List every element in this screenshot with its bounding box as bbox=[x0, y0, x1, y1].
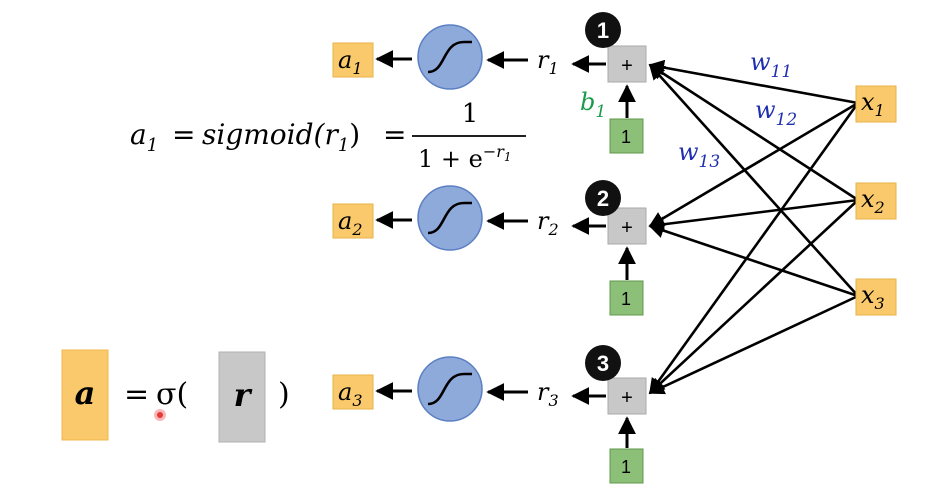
input-label-x1: x1 bbox=[861, 88, 885, 120]
bias-input-value-1: 1 bbox=[621, 127, 631, 147]
vector-r-box bbox=[218, 351, 266, 443]
vector-close-paren: ) bbox=[278, 377, 290, 412]
formula-equals-2: = bbox=[383, 118, 406, 151]
weight-connections bbox=[648, 59, 860, 395]
connection-x2-n3 bbox=[648, 199, 859, 395]
formula-equals: = bbox=[172, 118, 195, 151]
pre-activation-r2: r2 bbox=[537, 207, 559, 239]
connection-x2-n1 bbox=[648, 63, 859, 202]
sigmoid-node-1 bbox=[417, 24, 483, 90]
sum-symbol-1: + bbox=[621, 55, 633, 77]
neuron-number-3: 3 bbox=[597, 351, 609, 376]
sum-symbol-3: + bbox=[621, 387, 633, 409]
connection-x3-n3 bbox=[648, 294, 859, 395]
neuron-badge-2 bbox=[585, 180, 621, 216]
input-label-x2: x2 bbox=[861, 185, 885, 217]
sigmoid-formula: a1 = sigmoid(r1) = 1 1 + e−r1 bbox=[130, 99, 526, 173]
vector-a-label: a bbox=[75, 374, 96, 412]
neuron-number-2: 2 bbox=[597, 186, 609, 211]
output-label-a3: a3 bbox=[338, 378, 363, 410]
formula-lhs: a1 bbox=[130, 118, 158, 156]
output-label-a2: a2 bbox=[338, 207, 363, 239]
connection-x1-n1 bbox=[648, 59, 859, 105]
vector-equals: = bbox=[124, 377, 149, 412]
bias-input-value-2: 1 bbox=[621, 289, 631, 309]
sum-node-2 bbox=[607, 207, 647, 245]
formula-numerator: 1 bbox=[462, 99, 479, 129]
output-box-a2 bbox=[332, 203, 374, 239]
output-box-a3 bbox=[332, 374, 374, 410]
sigmoid-curve-icon bbox=[427, 40, 472, 74]
vector-r-label: r bbox=[234, 376, 253, 414]
formula-denominator: 1 + e−r1 bbox=[418, 142, 512, 173]
weight-label-w13: w13 bbox=[678, 138, 720, 172]
input-box-x2 bbox=[855, 182, 897, 220]
input-box-x3 bbox=[855, 278, 897, 316]
sum-node-1 bbox=[607, 45, 647, 83]
connection-x3-n1 bbox=[648, 63, 859, 297]
sum-symbol-2: + bbox=[621, 217, 633, 239]
sum-node-3 bbox=[607, 377, 647, 415]
input-label-x3: x3 bbox=[861, 281, 885, 313]
neuron-2: a2 r2 + 2 1 bbox=[332, 180, 647, 316]
input-layer: x1 x2 x3 bbox=[855, 85, 897, 316]
input-box-x1 bbox=[855, 85, 897, 123]
sigmoid-node-3 bbox=[417, 356, 483, 422]
bias-label-b1: b1 bbox=[580, 88, 606, 122]
sigmoid-curve-icon bbox=[427, 372, 472, 406]
neuron-3: a3 r3 + 3 1 bbox=[332, 345, 647, 484]
formula-function: sigmoid(r1) bbox=[202, 118, 360, 156]
vector-equation: a = σ( r ) bbox=[61, 349, 290, 443]
bias-input-box-3 bbox=[609, 448, 644, 484]
neuron-badge-3 bbox=[585, 345, 621, 381]
connection-x1-n3 bbox=[648, 102, 860, 395]
pre-activation-r3: r3 bbox=[537, 378, 559, 410]
neuron-number-1: 1 bbox=[597, 18, 609, 43]
sigmoid-node-2 bbox=[417, 185, 483, 251]
bias-input-box-2 bbox=[609, 280, 644, 316]
weight-label-w12: w12 bbox=[755, 96, 797, 130]
weight-label-w11: w11 bbox=[750, 48, 792, 82]
sigmoid-curve-icon bbox=[427, 201, 472, 235]
vector-a-box bbox=[61, 349, 109, 441]
output-label-a1: a1 bbox=[338, 46, 363, 78]
neuron-1: a1 r1 + 1 1 b1 bbox=[332, 12, 647, 154]
vector-sigma: σ( bbox=[156, 377, 188, 412]
connection-x2-n2 bbox=[648, 198, 859, 232]
neuron-badge-1 bbox=[585, 12, 621, 48]
pre-activation-r1: r1 bbox=[537, 46, 559, 78]
laser-pointer-core bbox=[157, 412, 163, 418]
connection-x3-n2 bbox=[648, 223, 859, 298]
bias-input-value-3: 1 bbox=[621, 457, 631, 477]
connection-x1-n2 bbox=[648, 101, 859, 228]
bias-input-box-1 bbox=[609, 118, 644, 154]
output-box-a1 bbox=[332, 42, 374, 78]
